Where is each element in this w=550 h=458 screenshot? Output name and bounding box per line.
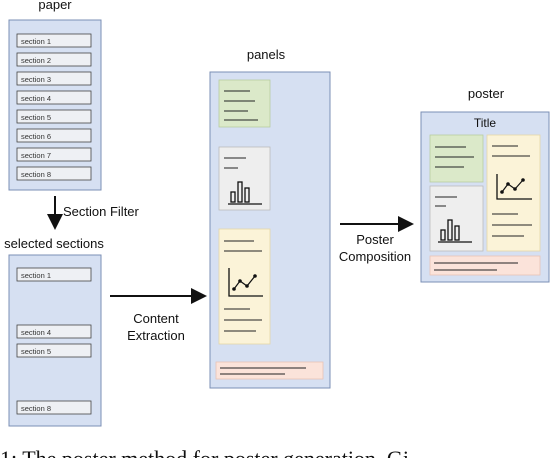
poster-bar-chart-icon — [438, 219, 472, 243]
paper-box — [8, 19, 102, 191]
selected-section-label: section 5 — [21, 347, 51, 356]
paper-section-box — [16, 33, 92, 48]
poster-line-chart-icon — [496, 174, 532, 200]
poster-text-panel-green — [429, 134, 484, 183]
selected-section-box — [16, 267, 92, 282]
text-panel-pink — [215, 361, 324, 380]
paper-section-label: section 5 — [21, 113, 51, 122]
paper-label: paper — [38, 0, 72, 12]
poster-composition-label-1: Poster — [356, 232, 394, 247]
selected-section-label: section 4 — [21, 328, 51, 337]
paper-section-box — [16, 147, 92, 162]
panels-label: panels — [247, 47, 286, 62]
paper-section-box — [16, 166, 92, 181]
poster-title: Title — [474, 116, 497, 130]
paper-section-label: section 4 — [21, 94, 51, 103]
poster-figure-panel-bar — [429, 185, 484, 252]
text-panel-green — [218, 79, 271, 128]
selected-section-box — [16, 343, 92, 358]
paper-section-box — [16, 71, 92, 86]
paper-section-box — [16, 90, 92, 105]
figure-caption: 1: The poster method for poster generati… — [0, 446, 409, 458]
poster-text-panel-pink — [429, 255, 541, 276]
selected-section-label: section 1 — [21, 271, 51, 280]
paper-section-box — [16, 128, 92, 143]
figure-panel-line — [218, 228, 271, 345]
selected-section-list: section 1 section 4 section 5 section 8 — [16, 267, 92, 415]
paper-section-label: section 8 — [21, 170, 51, 179]
poster-label: poster — [468, 86, 505, 101]
content-extraction-label-1: Content — [133, 311, 179, 326]
selected-section-box — [16, 400, 92, 415]
section-filter-label: Section Filter — [63, 204, 140, 219]
selected-section-box — [16, 324, 92, 339]
selected-box — [8, 254, 102, 427]
paper-section-list: section 1 section 2 section 3 section 4 … — [16, 33, 92, 181]
bar-chart-icon — [228, 181, 262, 205]
line-chart-icon — [228, 268, 263, 297]
selected-sections-label: selected sections — [4, 236, 104, 251]
paper-section-label: section 3 — [21, 75, 51, 84]
poster-composition-label-2: Composition — [339, 249, 411, 264]
paper-section-label: section 1 — [21, 37, 51, 46]
poster-figure-panel-line — [486, 134, 541, 252]
paper-section-label: section 2 — [21, 56, 51, 65]
paper-section-label: section 7 — [21, 151, 51, 160]
paper-section-box — [16, 52, 92, 67]
figure-panel-bar — [218, 146, 271, 211]
paper-section-label: section 6 — [21, 132, 51, 141]
content-extraction-label-2: Extraction — [127, 328, 185, 343]
paper-section-box — [16, 109, 92, 124]
selected-section-label: section 8 — [21, 404, 51, 413]
